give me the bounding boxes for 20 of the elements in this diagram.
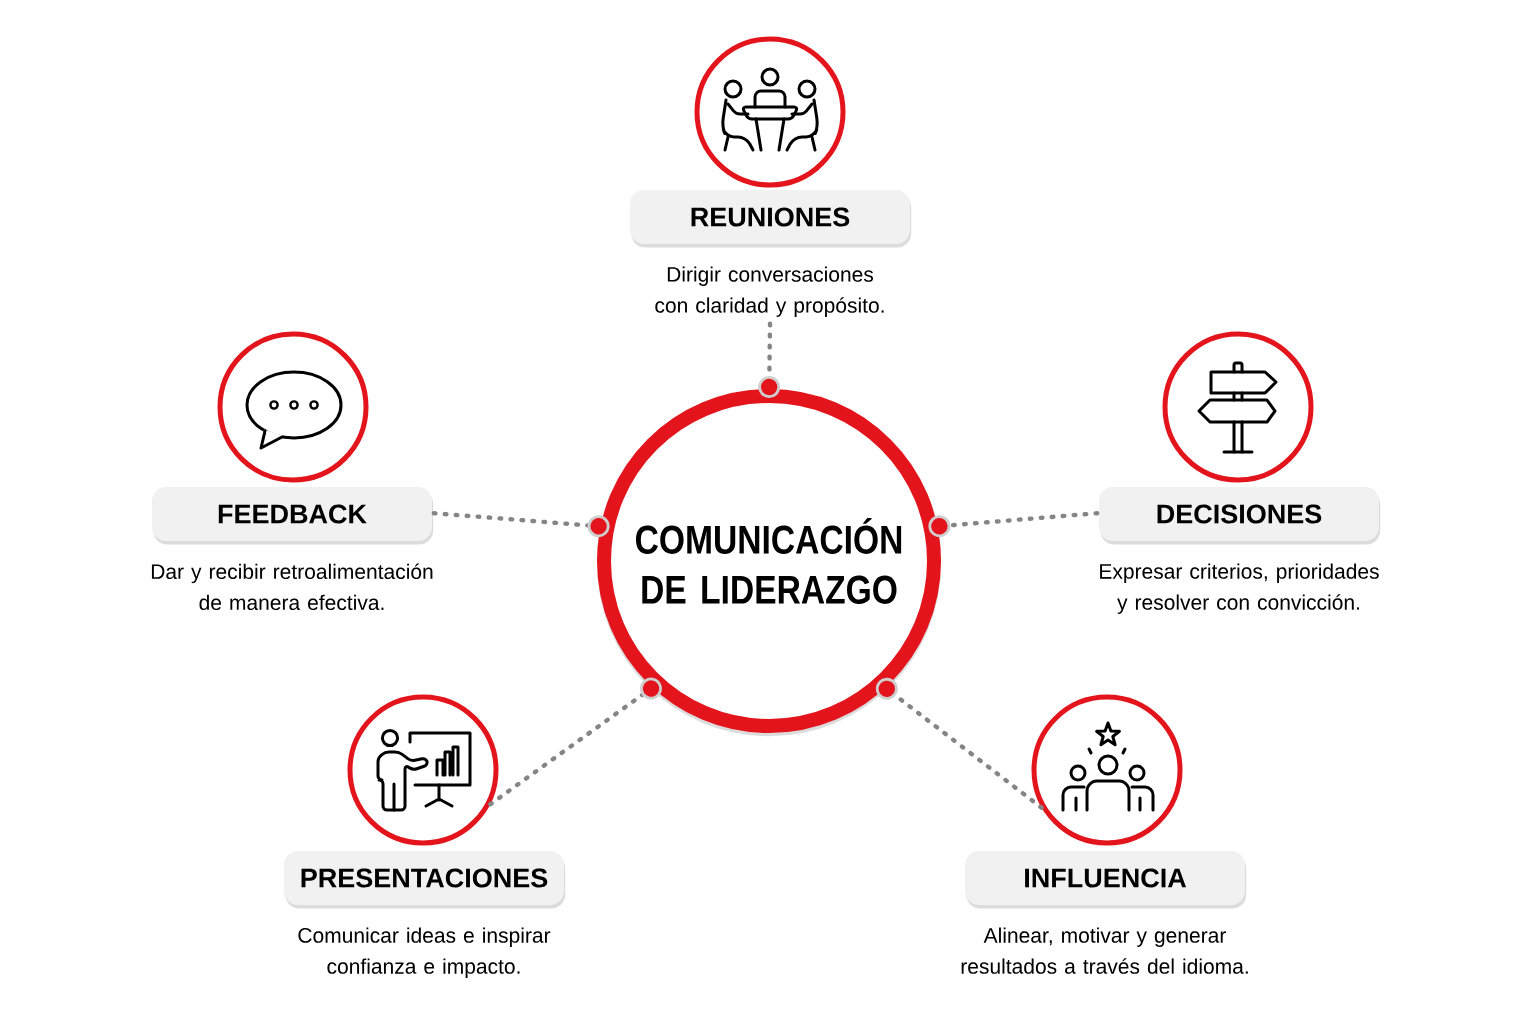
description: Dirigir conversaciones con claridad y propósito.	[655, 266, 884, 317]
icon-circle	[1031, 694, 1183, 846]
icon-circle	[347, 694, 499, 846]
icon-circle	[1162, 331, 1314, 483]
label-box: REUNIONES	[630, 190, 912, 248]
label-box: PRESENTACIONES	[284, 851, 566, 909]
dotted-connector	[488, 677, 662, 807]
dotted-connector	[758, 321, 781, 398]
icon-circle	[694, 36, 846, 188]
icon-circle	[217, 331, 369, 483]
dotted-connector	[875, 677, 1044, 810]
dotted-connector	[928, 511, 1100, 538]
label-box: INFLUENCIA	[965, 851, 1247, 909]
dotted-connector	[431, 511, 610, 538]
label-box: DECISIONES	[1099, 487, 1381, 545]
label-box: FEEDBACK	[152, 487, 434, 545]
description: Alinear, motivar y generar resultados a través del idioma.	[961, 927, 1248, 974]
description: Expresar criterios, prioridades y resolver con convicción.	[1100, 563, 1379, 614]
description: Comunicar ideas e inspirar confianza e impacto.	[298, 927, 551, 978]
description: Dar y recibir retroalimentación de manera efectiva.	[151, 563, 433, 611]
